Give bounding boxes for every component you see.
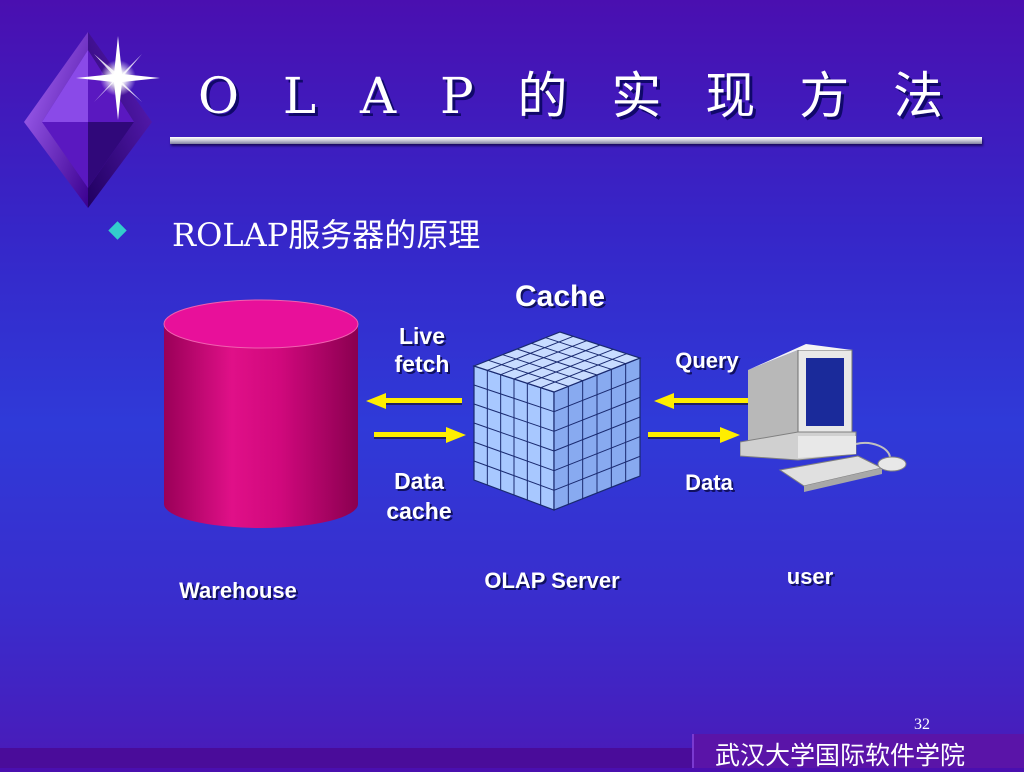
user-label: user [786,564,834,589]
page-number: 32 [914,716,930,733]
bullet-text: ROLAP服务器的原理 [172,216,481,254]
query-label: Query [675,348,739,373]
footer-institution: 武汉大学国际软件学院 [715,741,966,770]
bullet-diamond-icon [108,221,127,240]
footer-institution-box [692,734,1024,768]
query-arrow [654,393,750,409]
data-arrow [648,427,740,443]
olap-server-label: OLAP Server [484,568,620,593]
star-diamond-icon [24,32,160,208]
live-fetch-label: Live fetch [394,323,450,377]
data-cache-arrow [374,427,466,443]
data-label: Data [685,470,733,495]
warehouse-label: Warehouse [179,578,297,603]
computer-icon [740,344,907,492]
page-title: O L A P 的 实 现 方 法 [198,67,958,125]
olap-cache-cube [472,331,642,511]
cache-label: Cache [514,280,606,313]
live-fetch-arrow [366,393,462,409]
title-divider [170,137,982,144]
data-cache-label: Data cache [386,468,452,524]
warehouse-cylinder [163,299,359,528]
